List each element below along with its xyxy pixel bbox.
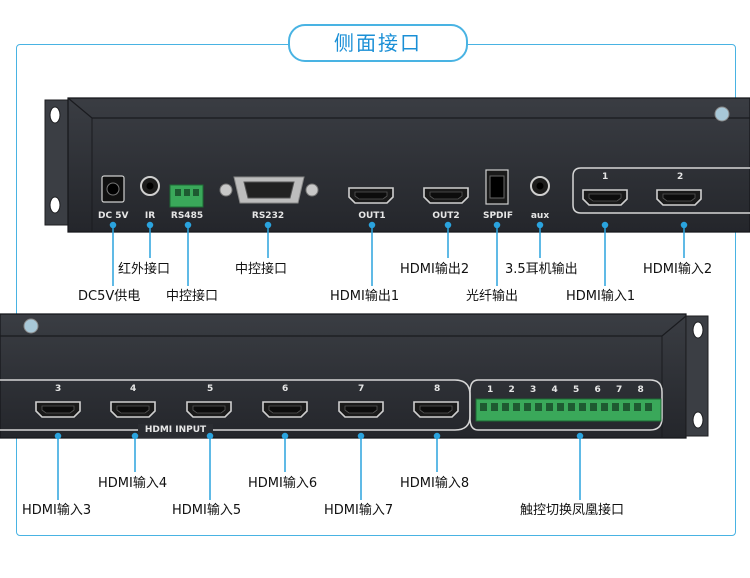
terminal-slot bbox=[491, 403, 498, 411]
out1-port-label: OUT1 bbox=[358, 211, 386, 221]
input-group-outline bbox=[572, 167, 750, 214]
terminal-number: 8 bbox=[637, 385, 644, 395]
rack-ear-slot bbox=[692, 411, 704, 429]
input-number-5: 5 bbox=[207, 384, 214, 394]
bottom-rear-panel bbox=[0, 313, 709, 439]
terminal-slot bbox=[634, 403, 641, 411]
input-number-8: 8 bbox=[434, 384, 441, 394]
spdif-port-label: SPDIF bbox=[482, 211, 514, 221]
hdmi-in1-port bbox=[582, 189, 628, 206]
terminal-slot bbox=[524, 403, 531, 411]
rack-ear-slot bbox=[49, 106, 61, 124]
terminal-slot bbox=[601, 403, 608, 411]
callout-dc: DC5V供电 bbox=[78, 289, 141, 304]
panel-screw bbox=[23, 318, 39, 334]
hdmi-in6-port bbox=[262, 401, 308, 418]
callout-ir: 红外接口 bbox=[118, 262, 171, 277]
aux-port-label: aux bbox=[530, 211, 550, 221]
callout-in5: HDMI输入5 bbox=[172, 503, 242, 518]
input-number-2: 2 bbox=[677, 172, 684, 182]
input-number-3: 3 bbox=[55, 384, 62, 394]
terminal-number: 6 bbox=[594, 385, 601, 395]
terminal-slot bbox=[535, 403, 542, 411]
terminal-slot bbox=[480, 403, 487, 411]
callout-lines bbox=[54, 221, 688, 500]
hdmi-in4-port bbox=[110, 401, 156, 418]
terminal-number: 3 bbox=[530, 385, 537, 395]
terminal-slot bbox=[502, 403, 509, 411]
terminal-number: 5 bbox=[573, 385, 580, 395]
callout-in6: HDMI输入6 bbox=[248, 476, 318, 491]
terminal-slot bbox=[612, 403, 619, 411]
callout-in7: HDMI输入7 bbox=[324, 503, 394, 518]
rack-ear-slot bbox=[49, 196, 61, 214]
input-number-6: 6 bbox=[282, 384, 289, 394]
callout-rs485: 中控接口 bbox=[166, 289, 219, 304]
callout-in2: HDMI输入2 bbox=[643, 262, 713, 277]
input-number-7: 7 bbox=[358, 384, 365, 394]
panel-screw bbox=[714, 106, 730, 122]
terminal-slot bbox=[645, 403, 652, 411]
terminal-slot bbox=[568, 403, 575, 411]
rs485-port-label: RS485 bbox=[170, 211, 204, 221]
callout-in4: HDMI输入4 bbox=[98, 476, 168, 491]
callout-touch: 触控切换凤凰接口 bbox=[520, 503, 625, 518]
rack-ear-right bbox=[685, 315, 709, 437]
terminal-slot bbox=[579, 403, 586, 411]
terminal-slot bbox=[546, 403, 553, 411]
page-title: 侧面接口 bbox=[288, 24, 468, 62]
input-number-4: 4 bbox=[130, 384, 137, 394]
callout-out2: HDMI输出2 bbox=[400, 262, 470, 277]
rs232-port-label: RS232 bbox=[251, 211, 285, 221]
callout-aux: 3.5耳机输出 bbox=[505, 262, 578, 277]
hdmi-in8-port bbox=[413, 401, 459, 418]
hdmi-in7-port bbox=[338, 401, 384, 418]
terminal-slot bbox=[590, 403, 597, 411]
callout-spdif: 光纤输出 bbox=[466, 289, 519, 304]
callout-in3: HDMI输入3 bbox=[22, 503, 92, 518]
terminal-number: 1 bbox=[487, 385, 494, 395]
hdmi-in2-port bbox=[656, 189, 702, 206]
hdmi-out2-port bbox=[423, 187, 469, 204]
callout-in8: HDMI输入8 bbox=[400, 476, 470, 491]
hdmi-out1-port bbox=[348, 187, 394, 204]
terminal-number: 2 bbox=[508, 385, 515, 395]
hdmi-in3-port bbox=[35, 401, 81, 418]
terminal-slot bbox=[623, 403, 630, 411]
callout-rs232: 中控接口 bbox=[235, 262, 288, 277]
input-number-1: 1 bbox=[602, 172, 609, 182]
hdmi-in5-port bbox=[186, 401, 232, 418]
terminal-number: 7 bbox=[616, 385, 623, 395]
top-rear-panel bbox=[44, 97, 750, 233]
hdmi-input-label: HDMI INPUT bbox=[144, 425, 207, 435]
terminal-slot bbox=[557, 403, 564, 411]
ir-port-label: IR bbox=[144, 211, 156, 221]
dc-port-label: DC 5V bbox=[98, 211, 129, 221]
callout-in1: HDMI输入1 bbox=[566, 289, 636, 304]
terminal-number: 4 bbox=[551, 385, 558, 395]
rack-ear-slot bbox=[692, 321, 704, 339]
callout-out1: HDMI输出1 bbox=[330, 289, 400, 304]
out2-port-label: OUT2 bbox=[432, 211, 460, 221]
terminal-slot bbox=[513, 403, 520, 411]
